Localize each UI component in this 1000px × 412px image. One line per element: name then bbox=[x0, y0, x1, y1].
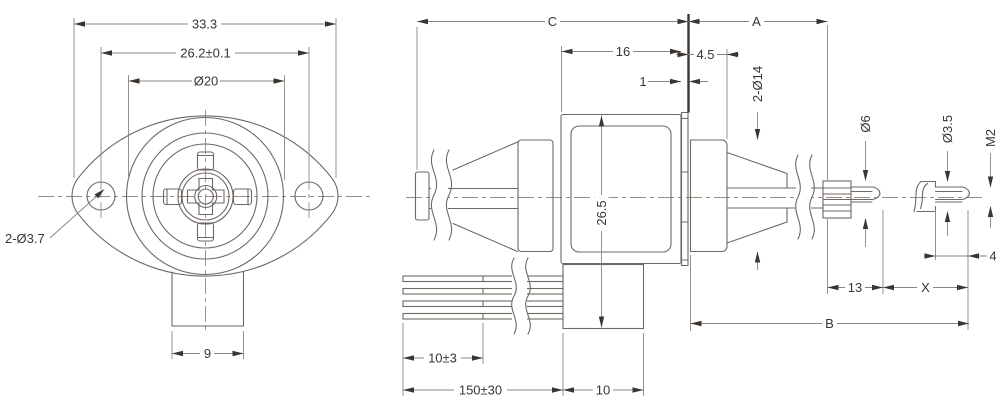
dim-flange-offset: 4.5 bbox=[696, 47, 714, 62]
rear-boss-plate bbox=[517, 139, 554, 253]
bottom-tab bbox=[171, 271, 245, 327]
label-backgrounds bbox=[176, 15, 933, 397]
side-view bbox=[402, 111, 970, 335]
threaded-tip-near bbox=[850, 186, 881, 203]
dim-lead-strip: 10±3 bbox=[428, 351, 457, 366]
dim-b: B bbox=[825, 316, 834, 331]
dim-thread-spec: M2 bbox=[983, 129, 998, 147]
cross-slot bbox=[186, 177, 225, 216]
right-mount-hole bbox=[294, 181, 324, 211]
dimension-labels: 33.3 26.2±0.1 Ø20 2-Ø3.7 9 C A 16 4.5 1 … bbox=[5, 14, 998, 398]
rear-shaft-end-cap bbox=[414, 171, 430, 221]
break-line bbox=[809, 154, 815, 240]
center-bore-inner bbox=[197, 188, 214, 205]
break-line bbox=[525, 257, 531, 335]
center-bore-outer bbox=[194, 184, 218, 209]
dim-tab-width: 9 bbox=[204, 346, 211, 361]
dim-shaft-dia: Ø3.5 bbox=[940, 115, 955, 143]
dim-lead-length: 150±30 bbox=[459, 383, 502, 398]
centerlines bbox=[38, 110, 984, 332]
spline-gear-section bbox=[822, 180, 852, 219]
break-line bbox=[445, 149, 453, 241]
break-line bbox=[795, 154, 801, 240]
rear-cone-top bbox=[452, 141, 519, 171]
face-plate bbox=[680, 111, 689, 267]
break-line bbox=[511, 257, 517, 335]
dim-gear-length: 13 bbox=[848, 280, 862, 295]
break-line bbox=[430, 149, 438, 241]
shaft-tip-detail bbox=[913, 180, 970, 213]
front-cone-bottom bbox=[726, 221, 788, 244]
dim-mount-holes: 2-Ø3.7 bbox=[5, 231, 45, 246]
dim-boss-dia: Ø20 bbox=[194, 74, 219, 89]
dim-gearbox-length: 16 bbox=[616, 44, 630, 59]
coupler-arms bbox=[162, 151, 253, 242]
front-view bbox=[71, 115, 339, 327]
lead-wires bbox=[402, 275, 564, 320]
front-boss bbox=[689, 139, 728, 253]
rear-cone-bottom bbox=[452, 222, 519, 253]
dim-thread-length: 4 bbox=[989, 249, 996, 264]
front-cone-top bbox=[726, 151, 788, 175]
motor-body-seam bbox=[570, 125, 672, 253]
body-circle bbox=[141, 132, 269, 260]
left-mount-hole bbox=[86, 181, 116, 211]
dim-x: X bbox=[921, 280, 930, 295]
dim-hole-pitch: 26.2±0.1 bbox=[180, 46, 231, 61]
dim-boss-pair: 2-Ø14 bbox=[750, 66, 765, 102]
boss-circle-14 bbox=[152, 143, 258, 249]
dim-overall-width: 33.3 bbox=[192, 17, 217, 32]
dim-connector-width: 10 bbox=[596, 383, 610, 398]
dim-plate-thickness: 1 bbox=[639, 74, 646, 89]
connector-block bbox=[562, 263, 645, 330]
dim-c: C bbox=[548, 14, 557, 29]
flange-outline bbox=[71, 115, 339, 277]
mount-hole-leader bbox=[49, 190, 104, 239]
dim-overall-height: 26.5 bbox=[594, 200, 609, 225]
motor-body bbox=[560, 113, 682, 265]
boss-circle-20 bbox=[125, 116, 285, 276]
dim-gear-dia: Ø6 bbox=[858, 115, 873, 132]
dim-a: A bbox=[752, 14, 761, 29]
